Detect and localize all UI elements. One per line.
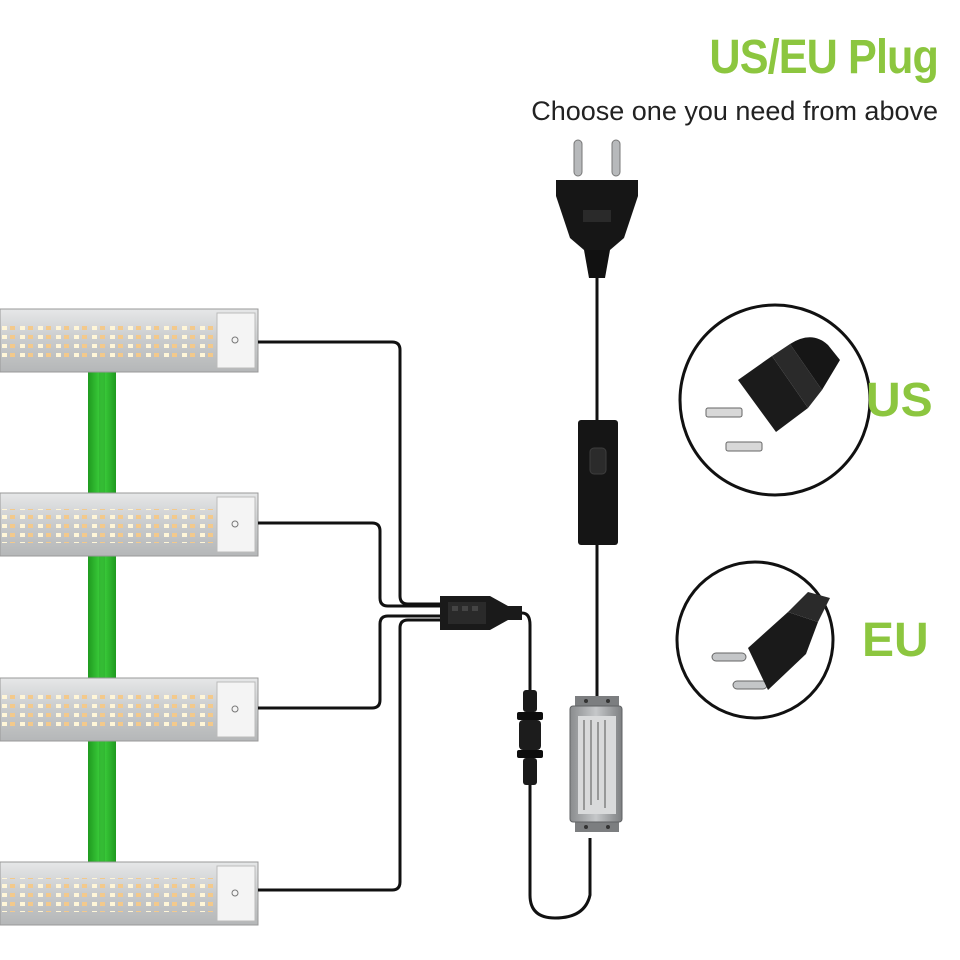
green-support-bar [88,368,116,863]
waterproof-connector [517,690,543,785]
led-light-bar-3 [0,677,259,742]
us-plug-option [678,303,872,497]
driver-cables [521,545,599,920]
us-plug-icon [705,337,840,452]
inline-switch [578,420,618,545]
led-light-bar-4 [0,861,259,926]
led-light-bar-2 [0,492,259,557]
eu-plug-top [556,139,638,278]
us-label: US [866,374,933,427]
page-title: US/EU Plug [709,31,939,84]
eu-plug-option [675,560,835,720]
eu-plug-icon [711,592,830,690]
led-light-bar-1 [0,308,259,373]
bar-cables [258,340,440,892]
splitter-connector [440,596,522,630]
page-subtitle: Choose one you need from above [531,96,938,126]
eu-label: EU [862,614,929,667]
led-driver [569,696,623,832]
